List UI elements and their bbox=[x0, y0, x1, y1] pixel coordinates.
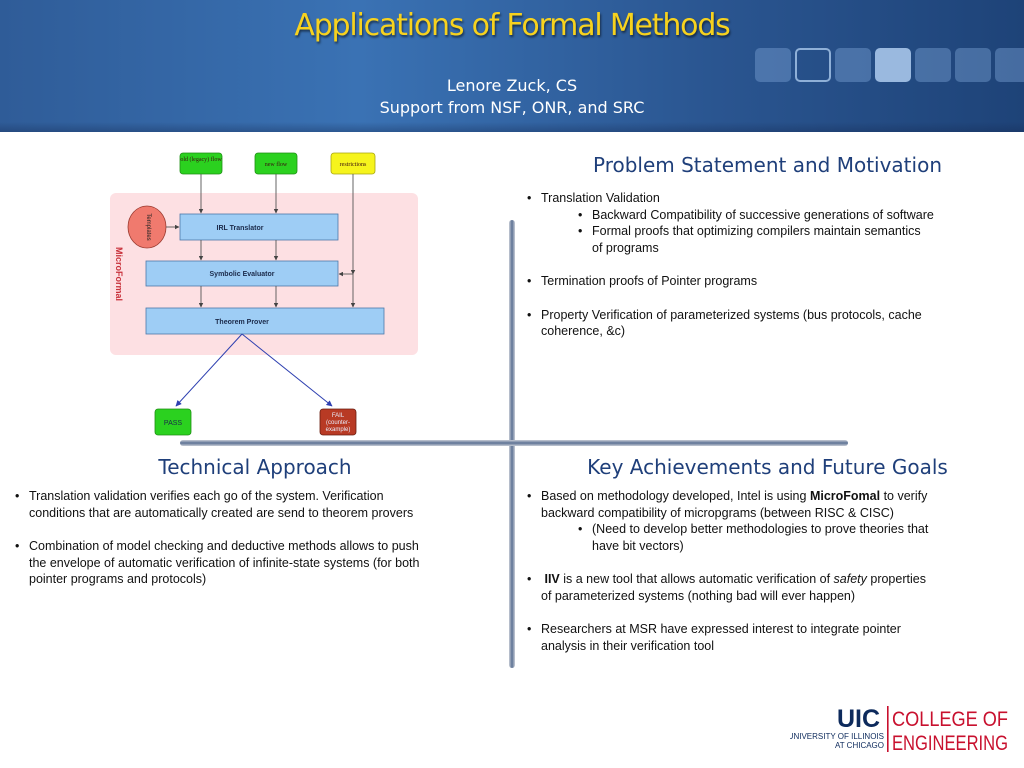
templates-label: Templates bbox=[145, 213, 151, 240]
bullet-text: of parameterized systems (nothing bad wi… bbox=[541, 588, 856, 603]
bullet-text: conditions that are automatically create… bbox=[29, 505, 414, 520]
flow-arrows bbox=[166, 174, 356, 308]
bullet-text: the envelope of automatic verification o… bbox=[29, 555, 420, 570]
achievements-list: Based on methodology developed, Intel is… bbox=[522, 488, 1002, 654]
bullet-text: Translation Validation bbox=[541, 191, 660, 205]
restrictions-label: restrictions bbox=[340, 162, 367, 168]
list-item: Researchers at MSR have expressed intere… bbox=[522, 621, 1002, 654]
list-item: IIV is a new tool that allows automatic … bbox=[522, 571, 1002, 604]
bullet-text: Researchers at MSR have expressed intere… bbox=[541, 622, 901, 636]
header-banner: Applications of Formal Methods Lenore Zu… bbox=[0, 0, 1024, 132]
problem-section-title: Problem Statement and Motivation bbox=[592, 153, 942, 177]
symbolic-evaluator-label: Symbolic Evaluator bbox=[210, 271, 275, 278]
microformal-flow-diagram: MicroFormal old (legacy) flow new flow r… bbox=[110, 152, 418, 436]
theorem-prover-label: Theorem Prover bbox=[215, 319, 269, 326]
bullet-text: coherence, &c) bbox=[541, 324, 626, 338]
decorative-tile bbox=[835, 48, 871, 82]
fail-box bbox=[319, 408, 357, 436]
decorative-tile bbox=[795, 48, 831, 82]
decorative-tile bbox=[755, 48, 791, 82]
engineering-text: ENGINEERING bbox=[892, 732, 1008, 755]
decorative-tile bbox=[995, 48, 1024, 82]
list-item: Based on methodology developed, Intel is… bbox=[522, 488, 1002, 521]
theorem-prover-box bbox=[145, 307, 385, 335]
bullet-text-bold: MicroFomal bbox=[809, 489, 881, 503]
bullet-text: Translation validation verifies each go … bbox=[29, 489, 384, 503]
bullet-text: (Need to develop better methodologies to… bbox=[592, 522, 929, 536]
fail-label-line2: (counter- bbox=[326, 420, 350, 426]
bullet-text: have bit vectors) bbox=[592, 538, 684, 553]
decorative-tile bbox=[915, 48, 951, 82]
spacer bbox=[522, 256, 1002, 273]
technical-section-title: Technical Approach bbox=[158, 455, 352, 479]
problem-list: Translation Validation Backward Compatib… bbox=[522, 190, 1002, 340]
horizontal-divider bbox=[180, 440, 848, 446]
fail-label: FAIL bbox=[332, 413, 345, 419]
college-of-text: COLLEGE OF bbox=[892, 708, 1008, 731]
list-item: Combination of model checking and deduct… bbox=[10, 538, 500, 588]
bullet-text: is a new tool that allows automatic veri… bbox=[559, 572, 834, 586]
symbolic-evaluator-box bbox=[145, 260, 339, 287]
author-line: Lenore Zuck, CS bbox=[446, 76, 578, 95]
bullet-text: Termination proofs of Pointer programs bbox=[541, 274, 758, 288]
bullet-text: Formal proofs that optimizing compilers … bbox=[592, 224, 921, 238]
list-item: Property Verification of parameterized s… bbox=[522, 307, 1002, 340]
new-flow-label: new flow bbox=[265, 161, 288, 168]
bullet-text-bold: IIV bbox=[544, 572, 560, 586]
pass-label: PASS bbox=[164, 420, 182, 427]
legacy-flow-label: old (legacy) flow bbox=[180, 156, 222, 163]
list-item: (Need to develop better methodologies to… bbox=[522, 521, 1002, 554]
spacer bbox=[10, 521, 500, 538]
decorative-tile bbox=[875, 48, 911, 82]
slide-title: Applications of Formal Methods bbox=[294, 8, 730, 43]
support-line: Support from NSF, ONR, and SRC bbox=[379, 98, 645, 117]
bullet-text: pointer programs and protocols) bbox=[29, 572, 207, 586]
list-item: Termination proofs of Pointer programs bbox=[522, 273, 1002, 290]
uic-wordmark: UIC bbox=[837, 705, 880, 733]
arrow-prover-to-pass bbox=[175, 333, 243, 407]
bullet-text: to verify bbox=[880, 489, 928, 503]
bullet-text: analysis in their verification tool bbox=[541, 638, 714, 653]
microformal-label: MicroFormal bbox=[114, 247, 124, 301]
spacer bbox=[522, 604, 1002, 621]
arrow-prover-to-fail bbox=[241, 333, 333, 407]
spacer bbox=[522, 554, 1002, 571]
bullet-text: Property Verification of parameterized s… bbox=[541, 307, 922, 322]
irl-translator-label: IRL Translator bbox=[217, 225, 264, 232]
list-item: Backward Compatibility of successive gen… bbox=[522, 207, 1002, 224]
achievements-section-title: Key Achievements and Future Goals bbox=[587, 455, 948, 479]
decorative-tiles bbox=[755, 48, 1024, 84]
logo-divider bbox=[887, 706, 889, 752]
university-line-2: AT CHICAGO bbox=[835, 741, 884, 750]
bullet-text: properties bbox=[866, 572, 926, 586]
spacer bbox=[522, 290, 1002, 307]
uic-college-of-engineering-logo: UIC UNIVERSITY OF ILLINOIS AT CHICAGO CO… bbox=[790, 705, 1008, 755]
pass-box bbox=[154, 408, 192, 436]
bullet-text-italic: safety bbox=[833, 572, 867, 586]
list-item: Formal proofs that optimizing compilers … bbox=[522, 223, 1002, 256]
university-line-1: UNIVERSITY OF ILLINOIS bbox=[790, 732, 884, 741]
irl-translator-box bbox=[179, 213, 339, 241]
bullet-text: Backward Compatibility of successive gen… bbox=[592, 207, 934, 222]
bullet-text: of programs bbox=[592, 240, 659, 255]
technical-list: Translation validation verifies each go … bbox=[10, 488, 500, 588]
bullet-text: Based on methodology developed, Intel is… bbox=[541, 489, 810, 503]
fail-label-line3: example) bbox=[326, 427, 351, 433]
bullet-text: Combination of model checking and deduct… bbox=[29, 539, 419, 553]
decorative-tile bbox=[955, 48, 991, 82]
bullet-text: backward compatibility of micropgrams (b… bbox=[541, 505, 894, 520]
list-item: Translation validation verifies each go … bbox=[10, 488, 500, 521]
list-item: Translation Validation bbox=[522, 190, 1002, 207]
